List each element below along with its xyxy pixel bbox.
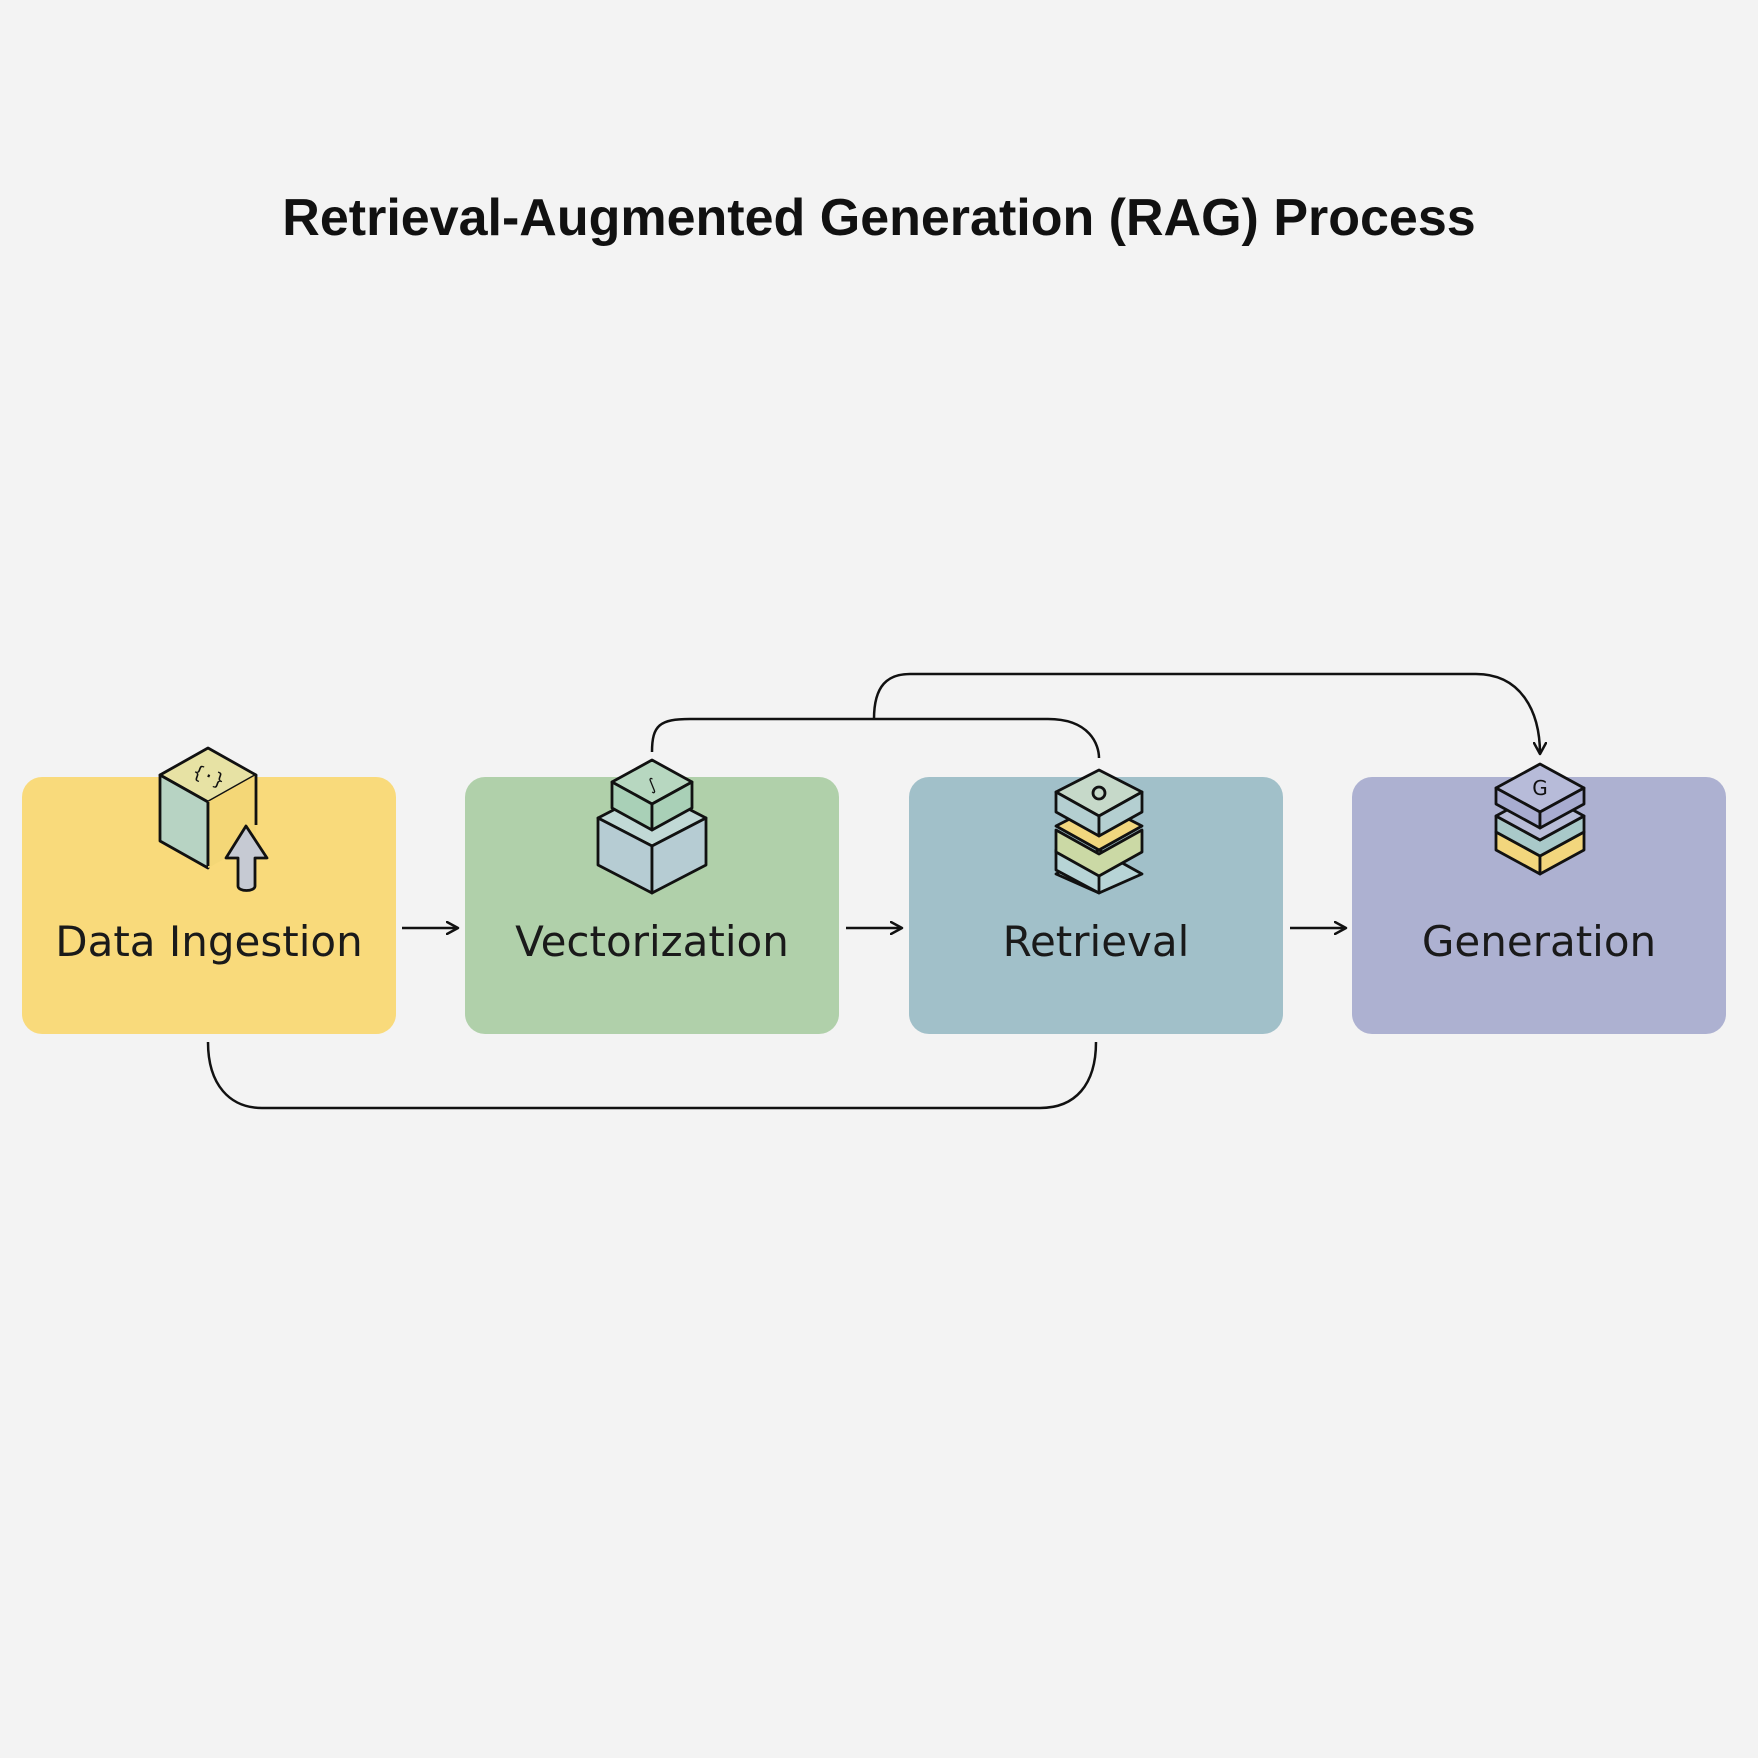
diagram-title: Retrieval-Augmented Generation (RAG) Pro… [282,189,1476,247]
stage-retrieval: Retrieval [909,777,1283,1034]
bracket-vectorization-retrieval [650,717,1101,759]
stage-label: Generation [1421,917,1657,966]
stage-label: Data Ingestion [55,917,363,966]
stage-label: Vectorization [515,917,789,966]
bracket-ingestion-retrieval [206,1041,1098,1110]
stage-label: Retrieval [1002,917,1190,966]
stage-data-ingestion: Data Ingestion [22,777,396,1034]
stage-generation: Generation [1352,777,1726,1034]
bracket-arrow-to-generation [872,672,1540,754]
stage-vectorization: Vectorization [465,777,839,1034]
